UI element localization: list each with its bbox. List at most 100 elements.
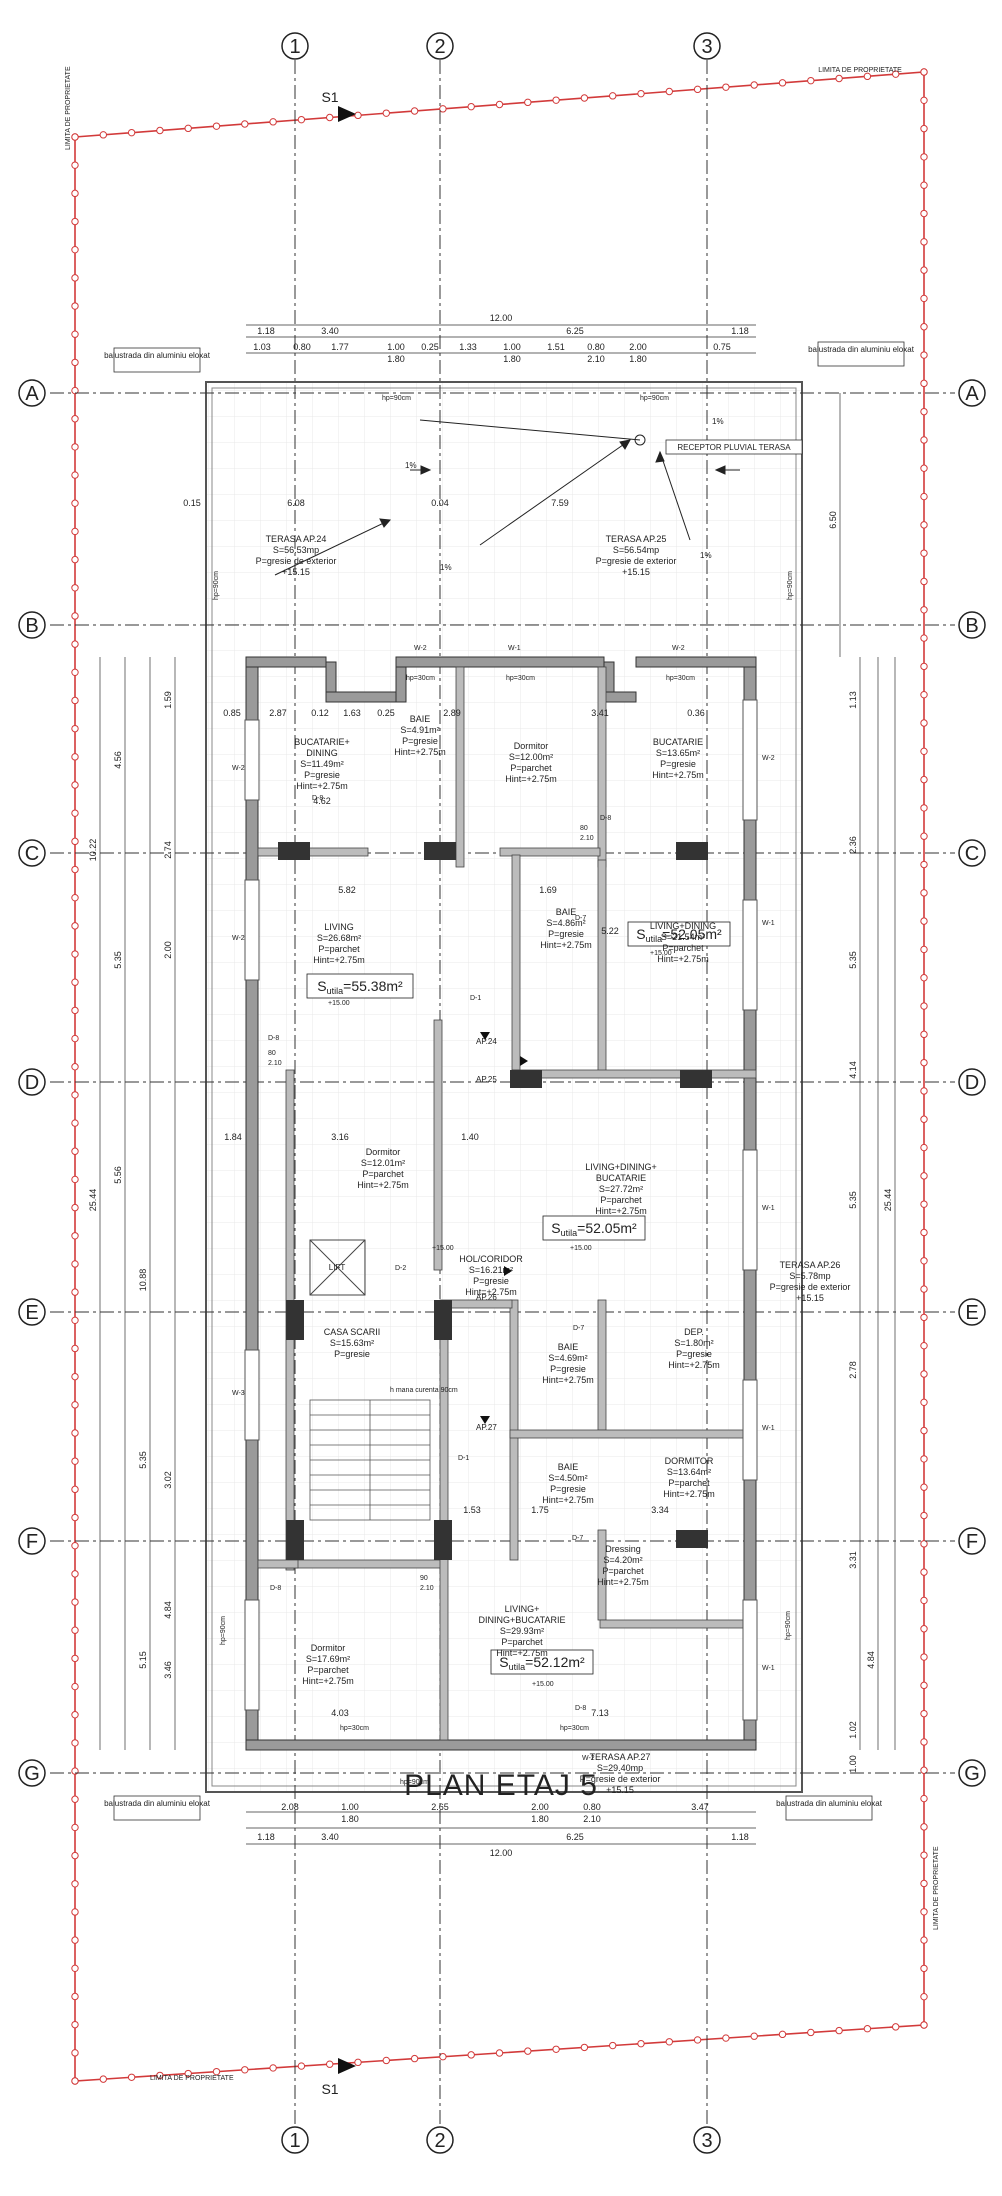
property-limit-dot	[495, 2049, 504, 2057]
dim-interior: 7.13	[591, 1708, 609, 1718]
property-limit-dot	[156, 2071, 164, 2080]
property-limit-dot	[920, 1002, 928, 1010]
dim-right: 5.35	[848, 1191, 858, 1209]
dim-interior: 6.08	[287, 498, 305, 508]
dim-top-row2: 3.40	[321, 326, 339, 336]
level-mark: +15.00	[650, 950, 672, 957]
dim-left: 3.46	[163, 1661, 173, 1679]
axis-2-bottom: 2	[434, 2130, 445, 2152]
property-limit-dot	[920, 1370, 928, 1378]
dim-interior: 4.62	[313, 796, 331, 806]
property-limit-dot	[241, 2066, 249, 2074]
note-hp: hp=90cm	[220, 1616, 227, 1645]
property-limit-dot	[920, 1087, 928, 1095]
property-limit-dot	[778, 2030, 787, 2039]
property-limit-dot	[920, 577, 928, 586]
property-limit-dot	[920, 1228, 928, 1237]
dim-interior: 7.59	[551, 498, 569, 508]
property-limit-dot	[920, 294, 928, 303]
window-tag: W-2	[232, 935, 245, 942]
dim-bottom-row1b: 1.80	[341, 1814, 359, 1824]
property-limit-dot	[326, 2060, 334, 2068]
property-limit-dot	[920, 68, 928, 76]
dim-right: 4.84	[866, 1651, 876, 1669]
plan-title: PLAN ETAJ 5	[404, 1769, 598, 1802]
property-limit-top: LIMITA DE PROPRIETATE	[818, 67, 902, 74]
dim-top-row3: 0.80	[587, 342, 605, 352]
property-limit-dot	[71, 724, 79, 733]
dim-right: 5.35	[848, 951, 858, 969]
dim-interior: 1.63	[343, 708, 361, 718]
property-limit-dot	[71, 358, 79, 367]
property-limit-dot	[835, 2026, 843, 2035]
axis-e-left: E	[25, 1302, 38, 1324]
property-limit-dot	[71, 1063, 79, 1071]
section-arrow-bottom	[338, 2058, 356, 2074]
section-arrow-top	[338, 106, 356, 122]
property-limit-dot	[71, 1316, 79, 1325]
level-mark: +15.00	[432, 1245, 454, 1252]
door-size: 2.10	[420, 1585, 434, 1592]
marker-arrow	[504, 1266, 512, 1276]
property-limit-dot	[156, 126, 164, 135]
property-limit-dot	[382, 109, 390, 117]
property-limit-dot	[71, 1513, 79, 1522]
axis-g-right: G	[964, 1763, 980, 1785]
property-limit-dot	[71, 893, 79, 902]
property-limit-dot	[920, 719, 928, 727]
property-limit-bottom: LIMITA DE PROPRIETATE	[150, 2075, 234, 2082]
door-tag: D-8	[312, 795, 323, 802]
property-limit-dot	[354, 2058, 362, 2067]
property-limit-dot	[127, 2073, 136, 2081]
property-limit-dot	[71, 1598, 79, 1606]
door-size: 80	[580, 825, 588, 832]
dim-top-row3: 1.33	[459, 342, 477, 352]
level-mark: +15.00	[532, 1681, 554, 1688]
window-tag: W-1	[762, 1205, 775, 1212]
axis-f-left: F	[26, 1531, 38, 1553]
property-limit-dot	[71, 1739, 79, 1747]
property-limit-dot	[71, 499, 79, 507]
property-limit-dot	[920, 1596, 928, 1605]
property-limit-dot	[722, 83, 730, 91]
door-tag: D-1	[470, 995, 481, 1002]
dim-interior: 1.75	[531, 1505, 549, 1515]
note-hp: hp=90cm	[382, 395, 411, 402]
apartment-useful-area: Sutila=52.05m²	[636, 926, 722, 944]
dim-top-row3: 1.00	[503, 342, 521, 352]
property-limit-dot	[920, 181, 928, 189]
dim-interior: 1.53	[463, 1505, 481, 1515]
property-limit-dot	[71, 1541, 79, 1550]
dim-interior: 4.03	[331, 1708, 349, 1718]
slope-arrows	[274, 419, 740, 576]
property-limit-dot	[71, 950, 79, 958]
property-limit-dot	[71, 1795, 79, 1803]
property-limit-dot	[184, 124, 192, 133]
property-limit-dot	[920, 1143, 928, 1152]
property-limit-dot	[920, 775, 928, 784]
door-tag: D-7	[575, 915, 586, 922]
door-tag: D-2	[395, 1265, 406, 1272]
axis-d-left: D	[25, 1072, 39, 1094]
dim-bottom-row1: 2.65	[431, 1802, 449, 1812]
property-limit-dot	[71, 330, 79, 338]
property-limit-dot	[71, 584, 79, 592]
door-tag: D-8	[268, 1035, 279, 1042]
property-limit-dot	[71, 1964, 79, 1973]
property-limit-dot	[920, 521, 928, 529]
dim-interior: 1.84	[224, 1132, 242, 1142]
axis-f-right: F	[966, 1531, 978, 1553]
property-limit-dot	[71, 640, 79, 648]
property-limit-dot	[71, 443, 79, 451]
property-limit-dot	[71, 302, 79, 310]
property-limit-dot	[920, 1908, 928, 1916]
dim-top-row2: 6.25	[566, 326, 584, 336]
